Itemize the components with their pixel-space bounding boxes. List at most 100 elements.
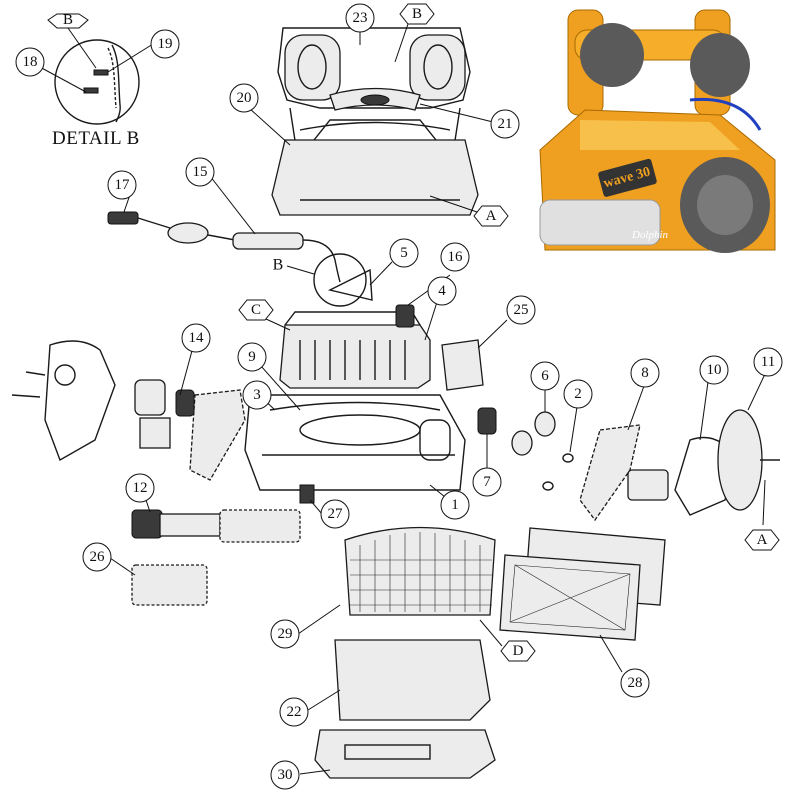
callout-10-text: 10 (707, 362, 722, 378)
callout-25: 25 (506, 295, 536, 325)
callout-23-text: 23 (353, 10, 368, 26)
callout-A-1-text: A (486, 208, 497, 224)
callout-A-2-text: A (757, 532, 768, 548)
impeller-16 (395, 304, 415, 328)
callout-20-text: 20 (237, 90, 252, 106)
handle-assembly (248, 23, 494, 216)
screw-19 (93, 69, 109, 76)
callout-C-text: C (251, 302, 261, 318)
callout-27-text: 27 (328, 506, 344, 522)
callout-16-text: 16 (448, 249, 464, 265)
robot-photo: wave 30 Dolphin (539, 9, 776, 253)
detail-b-title: DETAIL B (52, 128, 140, 149)
callout-22: 22 (279, 697, 309, 727)
callout-18: 18 (15, 47, 45, 77)
callout-26-text: 26 (90, 549, 106, 565)
callout-D-text: D (513, 643, 524, 659)
wheel-housing-14 (134, 335, 197, 449)
gear-7 (477, 407, 497, 468)
callout-30-text: 30 (278, 767, 293, 783)
callout-3: 3 (242, 380, 272, 410)
callout-B-2: B (399, 3, 435, 25)
callout-29-text: 29 (278, 626, 293, 642)
callout-B-2-text: B (412, 6, 422, 22)
brush-roller-12 (131, 490, 301, 543)
side-plate-left (11, 340, 116, 462)
callout-6-text: 6 (541, 368, 549, 384)
callout-3-text: 3 (253, 387, 261, 403)
callout-22-text: 22 (287, 704, 302, 720)
filter-basket-29 (297, 526, 503, 647)
callout-27: 27 (320, 499, 350, 529)
callout-D: D (500, 640, 536, 662)
bushing-6 (511, 390, 556, 456)
washer-2 (542, 406, 578, 491)
callout-18-text: 18 (23, 54, 38, 70)
callout-5-text: 5 (400, 245, 408, 261)
callout-5: 5 (389, 238, 419, 268)
callout-2: 2 (563, 379, 593, 409)
callout-23: 23 (345, 3, 375, 33)
filter-panels-28 (499, 527, 666, 673)
connector-17 (107, 211, 139, 225)
callout-29: 29 (270, 619, 300, 649)
callout-12-text: 12 (133, 480, 148, 496)
callout-4: 4 (427, 276, 457, 306)
callout-25-text: 25 (514, 302, 529, 318)
callout-C: C (238, 299, 274, 321)
product-badge (598, 158, 657, 197)
callout-A-1: A (473, 205, 509, 227)
callout-8-text: 8 (641, 365, 649, 381)
callout-B-1-text: B (63, 12, 73, 28)
callout-16: 16 (440, 242, 470, 272)
part-25 (441, 319, 508, 391)
callout-19: 19 (150, 29, 180, 59)
callout-1-text: 1 (451, 497, 459, 513)
callout-17: 17 (107, 170, 137, 200)
callout-28-text: 28 (628, 675, 643, 691)
detail-b-pointer (286, 253, 393, 307)
callout-30: 30 (270, 760, 300, 790)
callout-14: 14 (181, 323, 211, 353)
callout-6: 6 (530, 361, 560, 391)
callout-15: 15 (185, 157, 215, 187)
callout-15-text: 15 (193, 164, 208, 180)
track-left (189, 389, 246, 481)
callout-11: 11 (753, 347, 783, 377)
callout-9-text: 9 (248, 349, 256, 365)
callout-10: 10 (699, 355, 729, 385)
screw-18 (83, 87, 99, 94)
callout-20: 20 (229, 83, 259, 113)
cover-disk-11 (717, 373, 780, 526)
callout-14-text: 14 (189, 330, 205, 346)
track-right-8 (579, 385, 645, 522)
callout-11-text: 11 (761, 354, 775, 370)
callout-17-text: 17 (115, 177, 131, 193)
bottom-lid-30 (299, 729, 496, 779)
callouts: 18 19 B 23 B 20 21 17 15 A 5 16 4 25 C 1… (15, 3, 783, 790)
callout-B-1: B (47, 12, 89, 29)
b-pointer-label: B (273, 257, 284, 274)
filter-bag-22 (307, 639, 491, 721)
callout-21: 21 (490, 109, 520, 139)
callout-8: 8 (630, 358, 660, 388)
power-cable-assembly (107, 175, 341, 283)
callout-2-text: 2 (574, 386, 582, 402)
part-27 (299, 484, 323, 515)
top-cover-20 (271, 139, 479, 216)
callout-1: 1 (440, 490, 470, 520)
callout-7-text: 7 (483, 474, 491, 490)
motor-unit (265, 274, 451, 389)
callout-A-2: A (744, 529, 780, 551)
callout-7: 7 (472, 467, 502, 497)
brand-badge-text: Dolphin (631, 229, 669, 241)
callout-26: 26 (82, 542, 112, 572)
callout-12: 12 (125, 473, 155, 503)
callout-4-text: 4 (438, 283, 446, 299)
chassis-1 (244, 356, 466, 506)
callout-19-text: 19 (158, 36, 173, 52)
callout-21-text: 21 (498, 116, 513, 132)
callout-9: 9 (237, 342, 267, 372)
swivel-15 (232, 232, 304, 250)
